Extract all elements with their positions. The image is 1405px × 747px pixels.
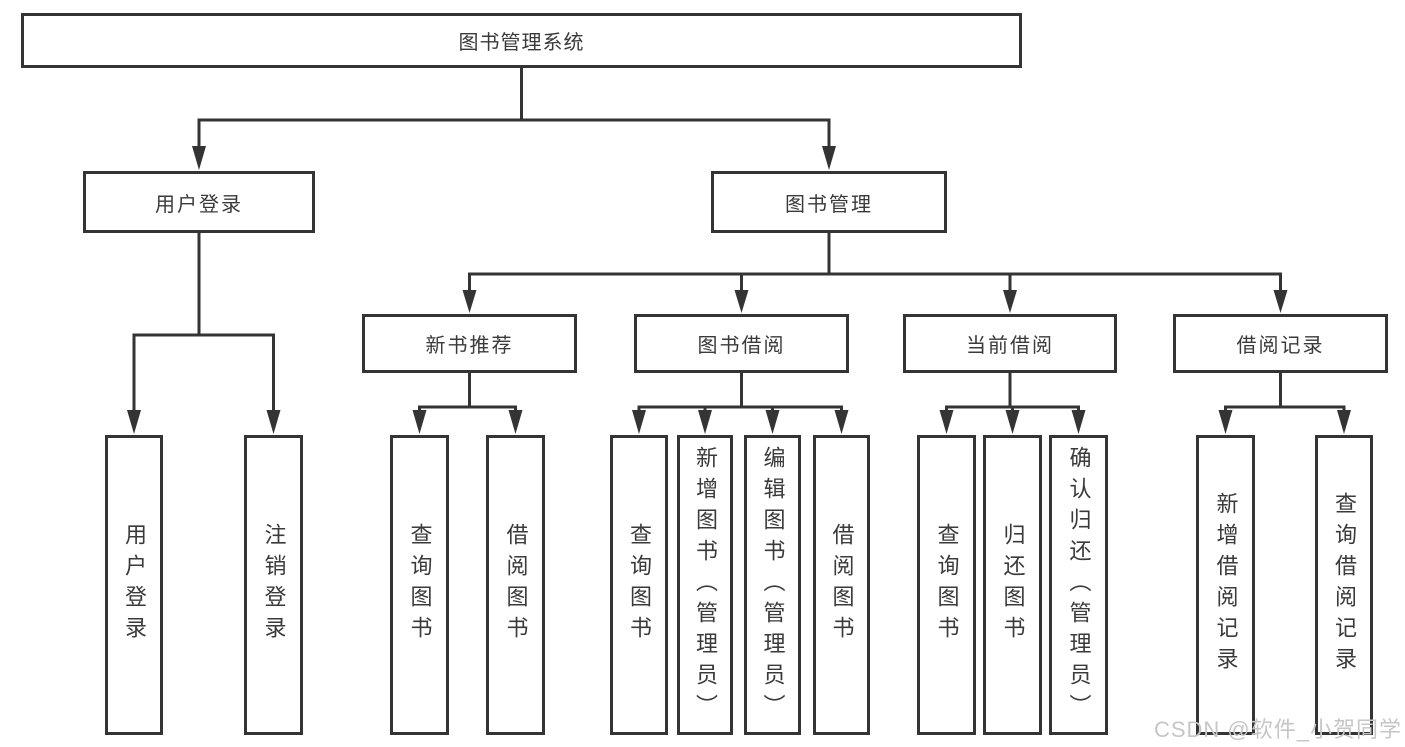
node-book-borrow-label: 图书借阅	[697, 335, 786, 357]
leaf-nbr-query-books-label: 查询图书	[407, 523, 433, 647]
node-user-login-label: 用户登录	[155, 193, 243, 216]
leaf-user-login: 用户登录	[105, 435, 163, 735]
leaf-logout-label: 注销登录	[261, 523, 287, 647]
leaf-cb-confirm-return-admin: 确认归还（管理员）	[1049, 435, 1108, 735]
node-root: 图书管理系统	[21, 13, 1022, 68]
leaf-br-query-record: 查询借阅记录	[1315, 435, 1373, 735]
node-book-management-label: 图书管理	[785, 193, 873, 216]
leaf-bb-query-books-label: 查询图书	[627, 523, 652, 647]
node-borrow-records: 借阅记录	[1173, 314, 1388, 373]
node-book-borrow: 图书借阅	[634, 314, 849, 373]
node-current-borrow-label: 当前借阅	[966, 335, 1054, 357]
leaf-nbr-borrow-books: 借阅图书	[486, 435, 545, 735]
node-current-borrow: 当前借阅	[903, 314, 1117, 373]
leaf-bb-borrow-books-label: 借阅图书	[829, 523, 855, 647]
leaf-cb-confirm-return-admin-label: 确认归还（管理员）	[1066, 445, 1092, 725]
leaf-bb-query-books: 查询图书	[610, 435, 668, 735]
leaf-cb-return-books-label: 归还图书	[1000, 523, 1026, 647]
leaf-br-query-record-label: 查询借阅记录	[1332, 492, 1357, 678]
node-user-login: 用户登录	[83, 171, 315, 233]
node-new-book-recommend: 新书推荐	[362, 314, 577, 373]
leaf-cb-query-books-label: 查询图书	[934, 523, 960, 647]
leaf-br-add-record-label: 新增借阅记录	[1213, 492, 1239, 678]
leaf-bb-edit-books-admin: 编辑图书（管理员）	[744, 435, 801, 735]
leaf-bb-add-books-admin: 新增图书（管理员）	[677, 435, 733, 735]
leaf-logout: 注销登录	[244, 435, 303, 735]
node-new-book-recommend-label: 新书推荐	[425, 335, 514, 357]
csdn-watermark: CSDN @软件_小贺同学	[1153, 717, 1402, 742]
leaf-bb-borrow-books: 借阅图书	[813, 435, 870, 735]
leaf-nbr-borrow-books-label: 借阅图书	[503, 523, 529, 647]
leaf-bb-add-books-admin-label: 新增图书（管理员）	[693, 445, 718, 725]
leaf-bb-edit-books-admin-label: 编辑图书（管理员）	[760, 445, 786, 725]
node-borrow-records-label: 借阅记录	[1236, 335, 1325, 357]
leaf-br-add-record: 新增借阅记录	[1196, 435, 1255, 735]
leaf-cb-query-books: 查询图书	[917, 435, 976, 735]
node-book-management: 图书管理	[711, 171, 947, 233]
leaf-user-login-label: 用户登录	[122, 523, 147, 647]
node-root-label: 图书管理系统	[458, 32, 585, 54]
leaf-cb-return-books: 归还图书	[983, 435, 1042, 735]
leaf-nbr-query-books: 查询图书	[390, 435, 449, 735]
